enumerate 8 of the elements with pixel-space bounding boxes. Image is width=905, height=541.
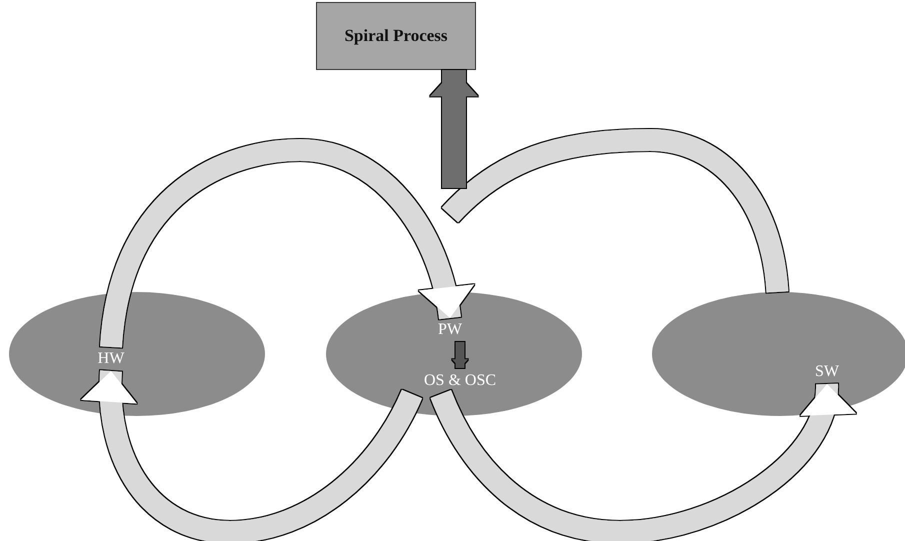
title-box <box>316 2 476 70</box>
node-label: PW <box>438 321 462 339</box>
node-label: SW <box>815 363 839 381</box>
node-label: OS & OSC <box>424 372 496 390</box>
ribbon-arrow <box>452 342 468 368</box>
title-text: Spiral Process <box>344 26 448 46</box>
node-label: HW <box>98 350 124 368</box>
ribbon-arrow <box>430 70 478 188</box>
